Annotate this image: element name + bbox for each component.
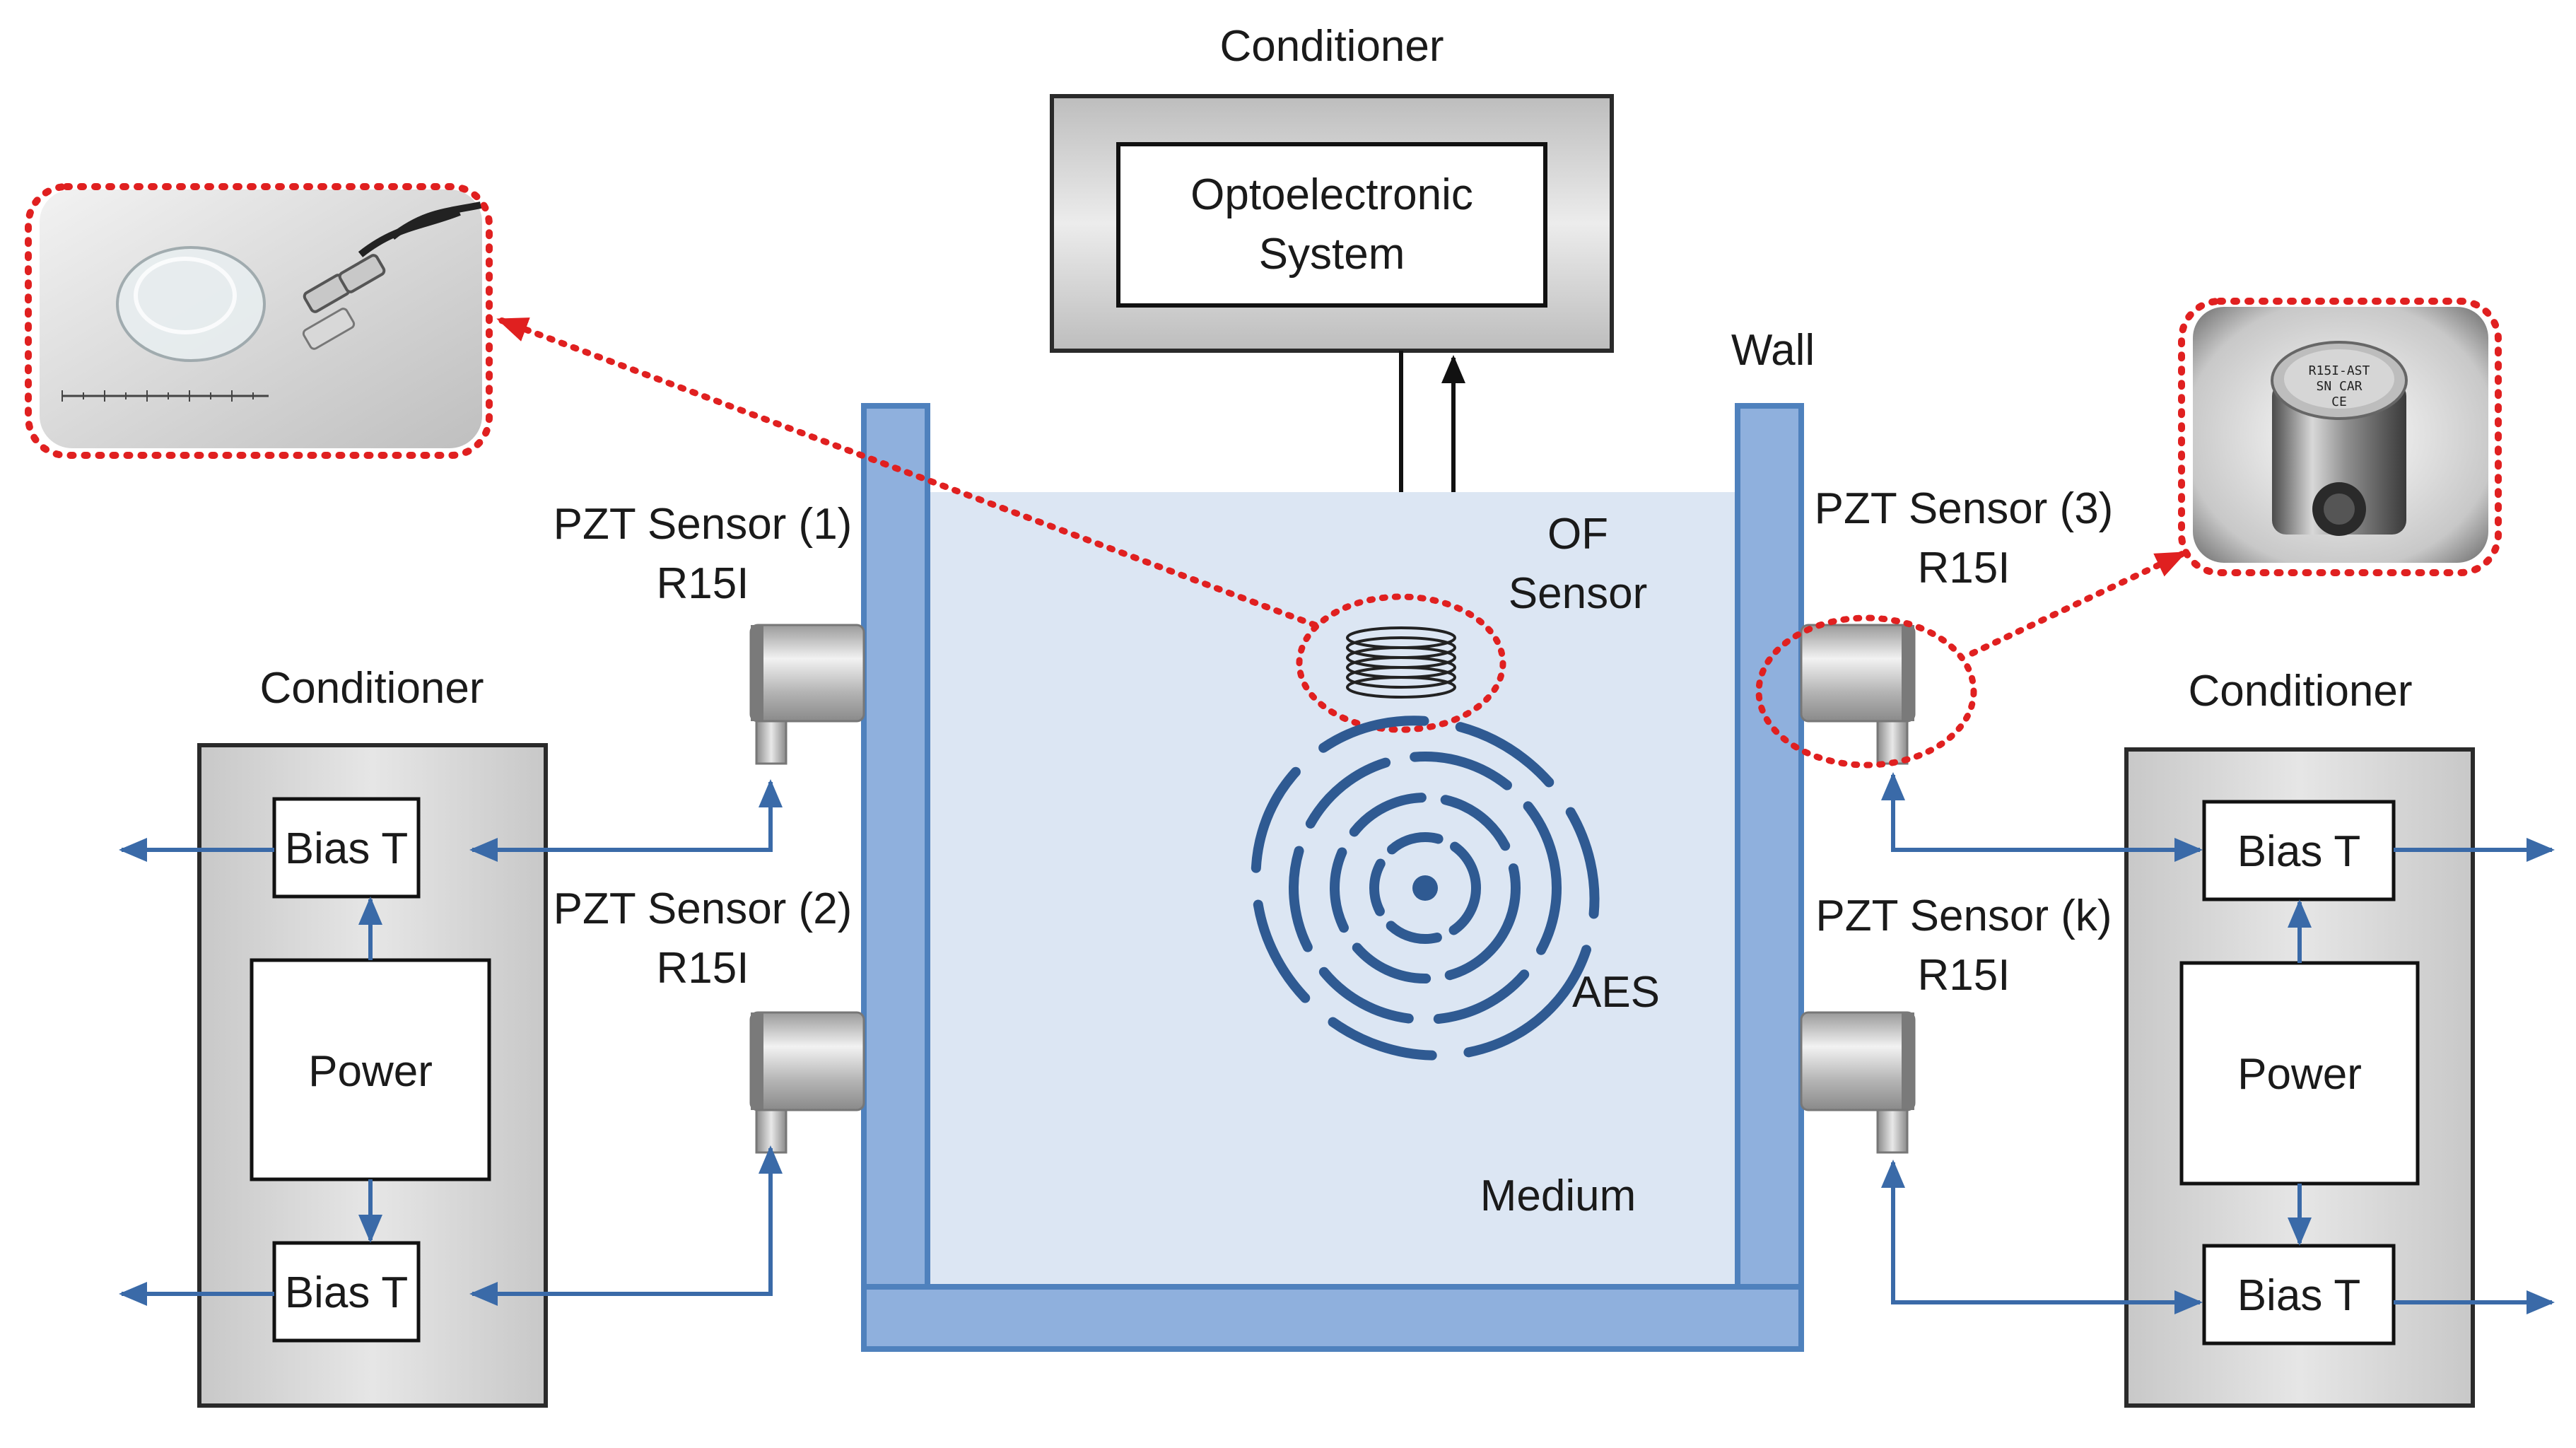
cylinder-sensor-icon: [1800, 1011, 1916, 1111]
left-bias-t-top: [272, 797, 421, 899]
top-conditioner-title: Conditioner: [1219, 22, 1444, 71]
medium-region: [916, 492, 1739, 1291]
optoelectronic-label-line1: Optoelectronic: [1190, 170, 1473, 219]
right-power-label: Power: [2237, 1050, 2362, 1099]
right-bias-t-bottom: [2202, 1244, 2396, 1345]
left-bias-t-top-label: Bias T: [285, 824, 409, 873]
pzt3-to-bias-arrow: [1881, 772, 2203, 862]
concentric-wave-icon: [1251, 716, 1600, 1061]
pzt-photo-label-2: SN CAR: [2316, 379, 2362, 394]
pzt-sensor-3: [1800, 624, 1916, 765]
left-bias-t-bottom-label: Bias T: [285, 1268, 409, 1317]
optoelectronic-system-box: [1116, 142, 1547, 308]
pzt3-callout-arrow: [1969, 549, 2188, 657]
top-conditioner: Conditioner Optoelectronic System: [1050, 22, 1614, 353]
pztk-label-line1: PZT Sensor (k): [1815, 892, 2112, 940]
coil-icon: [1346, 626, 1456, 699]
left-bias-t-bottom: [272, 1241, 421, 1343]
pzt3-label-line1: PZT Sensor (3): [1815, 484, 2114, 533]
of-sensor-callout-arrow: [496, 316, 1318, 629]
tank-floor: [861, 1284, 1804, 1352]
pzt1-label-line2: R15I: [657, 559, 749, 608]
right-conditioner: Conditioner Bias T Power Bias T: [2124, 667, 2475, 1408]
medium-label: Medium: [1480, 1172, 1637, 1220]
pzt2-to-bias-arrow: [469, 1145, 783, 1306]
tank: [861, 403, 1804, 1352]
pzt-sensor-k: [1800, 1011, 1916, 1154]
cylinder-sensor-icon: [749, 1011, 865, 1111]
pzt-photo-label-3: CE: [2331, 395, 2347, 409]
pzt-sensor-photo: R15I-AST SN CAR CE: [2178, 298, 2502, 576]
pzt1-label-line1: PZT Sensor (1): [554, 500, 853, 549]
optoelectronic-label-line2: System: [1259, 230, 1405, 279]
of-sensor-callout: [1296, 593, 1506, 733]
left-power-box: [250, 958, 491, 1181]
pzt3-label-line2: R15I: [1918, 544, 2010, 592]
pzt2-label-line1: PZT Sensor (2): [554, 884, 853, 933]
left-wall: [861, 403, 930, 1321]
pzt-sensor-1: [749, 624, 865, 765]
pztk-label-line2: R15I: [1918, 951, 2010, 1000]
pzt-photo-label-1: R15I-AST: [2309, 363, 2370, 378]
signal-arrows: [119, 772, 2555, 1314]
wall-label: Wall: [1731, 326, 1815, 375]
pzt2-label-line2: R15I: [657, 944, 749, 993]
right-bias-t-top: [2202, 800, 2396, 901]
left-conditioner-title: Conditioner: [259, 664, 484, 713]
of-sensor-label-line2: Sensor: [1509, 569, 1647, 618]
of-sensor-label-line1: OF: [1547, 510, 1608, 559]
right-conditioner-title: Conditioner: [2188, 667, 2412, 716]
right-bias-t-bottom-label: Bias T: [2237, 1271, 2361, 1320]
right-wall: [1735, 403, 1804, 1321]
pzt1-to-bias-arrow: [469, 779, 783, 862]
right-power-box: [2179, 961, 2420, 1186]
cylinder-sensor-icon: [749, 624, 865, 723]
pztk-to-bias-arrow: [1881, 1160, 2203, 1314]
right-bias-t-top-label: Bias T: [2237, 827, 2361, 876]
optical-fiber-sensor-photo: [25, 183, 493, 459]
cylinder-sensor-icon: [1800, 624, 1916, 723]
pzt-sensor-3-callout: [1755, 614, 1977, 769]
aes-label: AES: [1572, 968, 1660, 1017]
pzt-sensor-2: [749, 1011, 865, 1154]
left-power-label: Power: [308, 1047, 433, 1096]
